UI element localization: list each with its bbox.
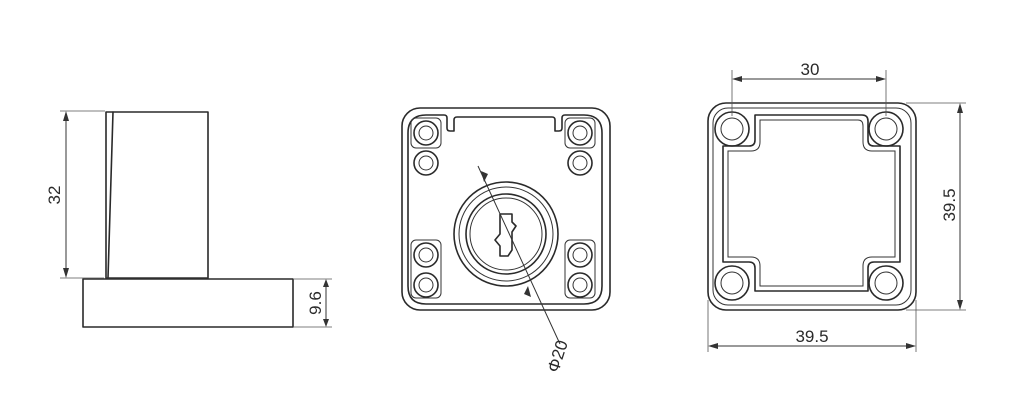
- back-view: 30 39.5 39.5: [707, 60, 966, 352]
- front-view: Φ20: [401, 107, 611, 375]
- front-hole-top-left: [410, 117, 442, 149]
- dim-32: 32: [45, 110, 105, 279]
- dim-9-6: 9.6: [294, 278, 332, 328]
- dim-30-label: 30: [801, 60, 820, 79]
- keyway-icon: [494, 213, 517, 257]
- dim-9-6-label: 9.6: [306, 291, 325, 315]
- back-hole-top-right: [868, 111, 904, 147]
- front-hole-bottom-left-upper: [410, 239, 442, 299]
- dim-diameter: Φ20: [477, 165, 572, 375]
- back-hole-bottom-left: [714, 265, 750, 301]
- side-view-flange: [82, 278, 294, 328]
- dim-39-5-width: 39.5: [707, 300, 917, 352]
- side-view: 32 9.6: [45, 110, 332, 328]
- back-hole-top-left: [714, 111, 750, 147]
- front-hole-bottom-right: [567, 272, 593, 298]
- dim-30: 30: [731, 60, 887, 116]
- back-plate-outer: [707, 102, 917, 311]
- front-hole-mid-left-upper: [413, 150, 439, 176]
- dim-diameter-label: Φ20: [544, 338, 572, 375]
- front-hole-bottom-right-upper: [564, 239, 596, 299]
- front-plate-outer: [401, 107, 611, 311]
- back-recess-outline: [722, 114, 901, 292]
- dim-39-5-height-label: 39.5: [940, 188, 959, 221]
- front-plate-inner: [407, 114, 603, 305]
- front-hole-bottom-left: [413, 272, 439, 298]
- side-view-body: [105, 111, 209, 279]
- front-hole-top-right: [564, 117, 596, 149]
- side-view-body-edge: [107, 111, 114, 279]
- dim-32-label: 32: [45, 186, 64, 205]
- dim-39-5-height: 39.5: [906, 102, 966, 311]
- back-plate-outer-inner-edge: [712, 107, 912, 306]
- dim-39-5-width-label: 39.5: [795, 327, 828, 346]
- lock-cylinder: [453, 181, 559, 287]
- front-hole-mid-right-upper: [567, 150, 593, 176]
- back-hole-bottom-right: [868, 265, 904, 301]
- back-recess-inner: [727, 119, 896, 287]
